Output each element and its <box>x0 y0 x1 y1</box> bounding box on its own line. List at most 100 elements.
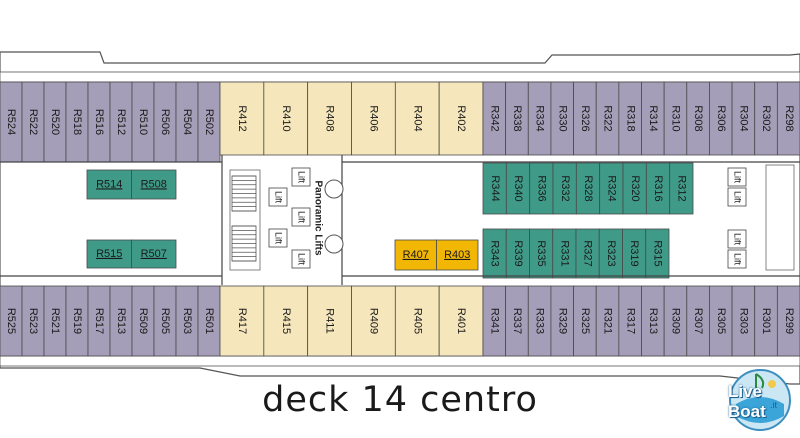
cabin-r306: R306 <box>709 81 733 156</box>
cabin-label: R410 <box>280 105 292 131</box>
corridor-walls <box>0 155 800 285</box>
cabin-label: R317 <box>624 308 636 334</box>
cabin-r516: R516 <box>87 81 111 163</box>
cabin-label: R316 <box>652 175 664 201</box>
cabin-r405: R405 <box>394 285 440 357</box>
cabin-r304: R304 <box>731 81 756 156</box>
cabin-label: R310 <box>670 105 682 131</box>
cabin-r298: R298 <box>776 81 800 156</box>
lift-box: Lift <box>268 228 288 248</box>
lift-box: Lift <box>291 207 311 227</box>
cabin-r402: R402 <box>438 81 484 156</box>
cabin-label: R407 <box>403 249 429 261</box>
cabin-label: R510 <box>137 109 149 135</box>
cabin-label: R333 <box>534 308 546 334</box>
cabin-label: R325 <box>579 308 591 334</box>
cabin-label: R304 <box>737 105 749 131</box>
cabin-label: R343 <box>489 240 501 266</box>
cabin-label: R411 <box>324 308 336 333</box>
cabin-r403: R403 <box>436 239 479 271</box>
cabin-r524: R524 <box>0 81 23 163</box>
logo-text: Live Boat <box>728 382 766 421</box>
cabin-r313: R313 <box>641 285 665 357</box>
cabin-r505: R505 <box>153 285 177 357</box>
cabin-label: R507 <box>141 248 167 260</box>
cabin-r309: R309 <box>663 285 688 357</box>
cabin-r517: R517 <box>87 285 111 357</box>
cabin-label: R331 <box>558 240 570 266</box>
cabin-r401: R401 <box>438 285 484 357</box>
cabin-r321: R321 <box>595 285 620 357</box>
cabin-r299: R299 <box>776 285 800 357</box>
cabin-label: R306 <box>715 105 727 131</box>
deck-strip-bottom <box>0 355 800 367</box>
cabin-label: R405 <box>411 308 423 334</box>
lift-box: Lift <box>268 187 288 207</box>
cabin-label: R401 <box>455 308 467 334</box>
cabin-label: R344 <box>489 175 501 201</box>
cabin-label: R506 <box>159 109 171 135</box>
lift-label: Lift <box>297 253 307 266</box>
cabin-r501: R501 <box>197 285 221 357</box>
cabin-r331: R331 <box>552 228 577 279</box>
cabin-r322: R322 <box>595 81 620 156</box>
cabin-label: R340 <box>512 175 524 201</box>
cabin-label: R334 <box>534 105 546 131</box>
cabin-r308: R308 <box>686 81 710 156</box>
cabin-r409: R409 <box>351 285 396 357</box>
cabin-r315: R315 <box>645 228 670 279</box>
cabin-r327: R327 <box>575 228 600 279</box>
lift-label: Lift <box>733 253 743 266</box>
cabin-label: R315 <box>651 240 663 266</box>
cabin-r334: R334 <box>527 81 552 156</box>
cabin-r503: R503 <box>175 285 199 357</box>
cabin-label: R524 <box>5 109 17 135</box>
cabin-r504: R504 <box>175 81 199 163</box>
cabin-r319: R319 <box>622 228 647 279</box>
cabin-r502: R502 <box>197 81 221 163</box>
cabin-r301: R301 <box>754 285 778 357</box>
cabin-r415: R415 <box>263 285 309 357</box>
cabin-label: R516 <box>93 109 105 135</box>
cabin-label: R336 <box>535 175 547 201</box>
cabin-label: R329 <box>556 308 568 334</box>
cabin-r520: R520 <box>43 81 67 163</box>
cabin-r307: R307 <box>686 285 710 357</box>
cabin-label: R299 <box>783 308 795 334</box>
cabin-r512: R512 <box>109 81 133 163</box>
cabin-r412: R412 <box>219 81 265 156</box>
panoramic-lifts-label: Panoramic Lifts <box>312 180 323 255</box>
lift-label: Lift <box>733 171 743 184</box>
cabin-r320: R320 <box>622 162 647 215</box>
cabin-label: R502 <box>203 109 215 135</box>
cabin-label: R320 <box>629 175 641 201</box>
panoramic-lift-bottom <box>324 234 344 254</box>
cabin-r314: R314 <box>641 81 665 156</box>
cabin-r330: R330 <box>550 81 574 156</box>
lift-box: Lift <box>291 167 311 187</box>
cabin-label: R313 <box>647 308 659 334</box>
cabin-label: R327 <box>582 240 594 266</box>
cabin-label: R318 <box>624 105 636 131</box>
cabin-label: R412 <box>236 105 248 131</box>
cabin-r333: R333 <box>527 285 552 357</box>
cabin-label: R520 <box>49 109 61 135</box>
cabin-label: R312 <box>675 175 687 201</box>
cabin-r329: R329 <box>550 285 574 357</box>
cabin-label: R314 <box>647 105 659 131</box>
cabin-label: R503 <box>181 308 193 334</box>
cabin-r507: R507 <box>131 239 177 269</box>
cabin-r523: R523 <box>21 285 45 357</box>
lift-box: Lift <box>291 249 311 269</box>
cabin-r316: R316 <box>645 162 671 215</box>
cabin-r521: R521 <box>43 285 67 357</box>
cabin-label: R525 <box>5 308 17 334</box>
cabin-label: R501 <box>203 308 215 334</box>
cabin-r305: R305 <box>709 285 733 357</box>
lift-label: Lift <box>274 191 284 204</box>
cabin-label: R415 <box>280 308 292 334</box>
